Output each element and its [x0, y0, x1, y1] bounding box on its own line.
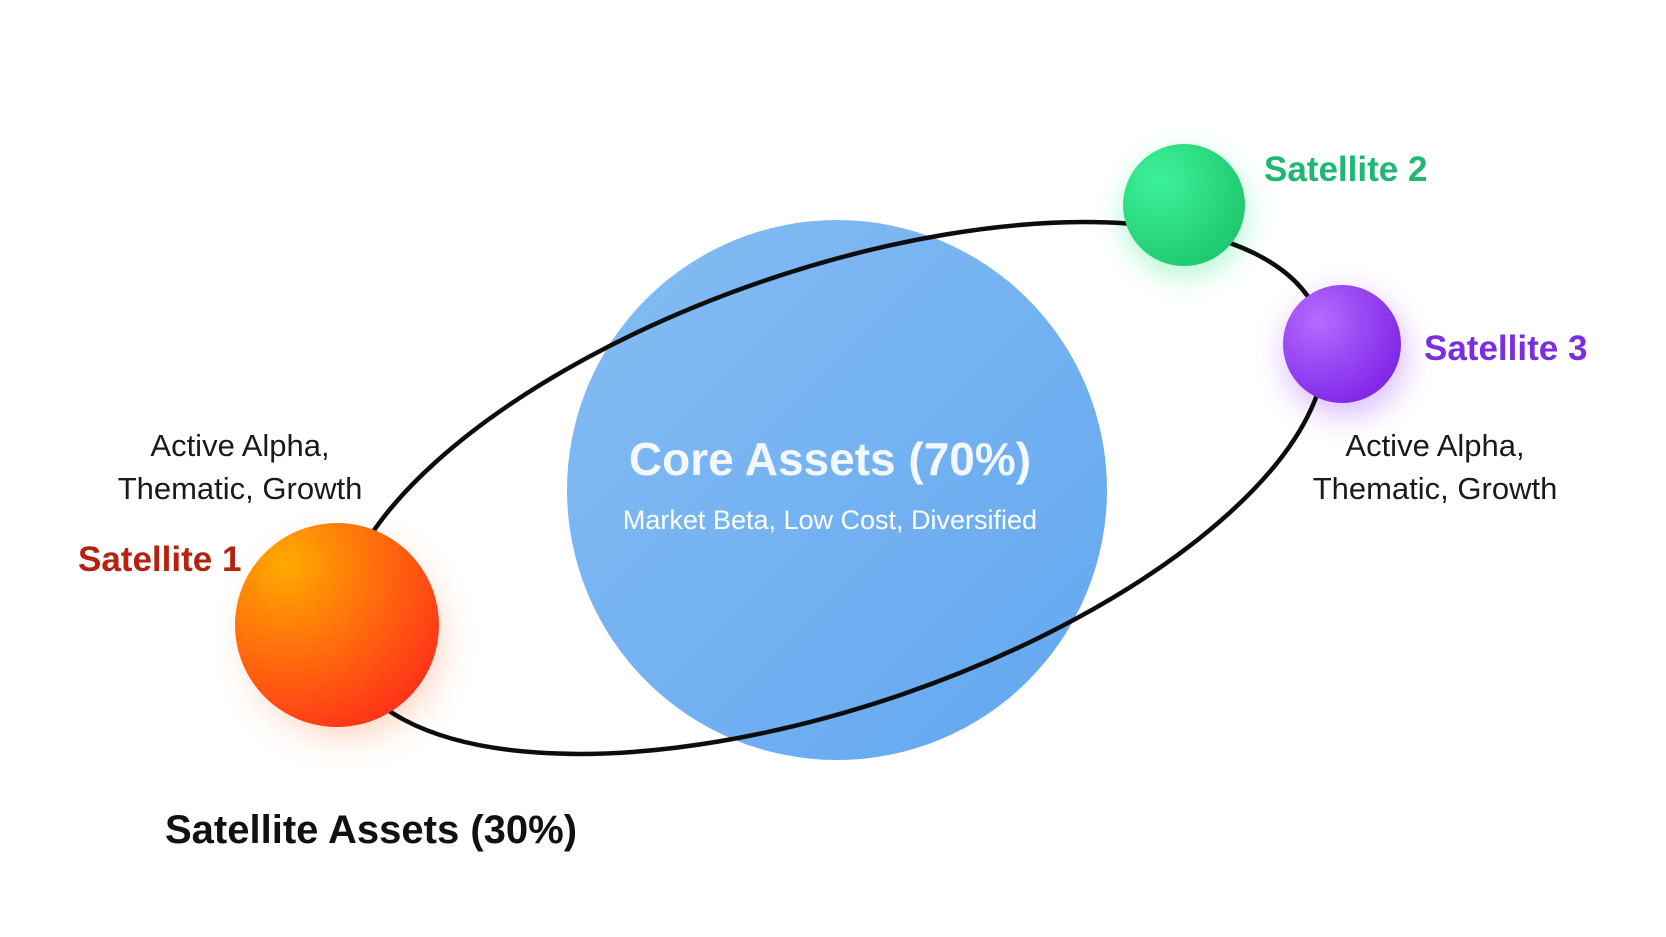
right-description-line-2: Thematic, Growth	[1312, 470, 1558, 506]
right-description: Active Alpha, Thematic, Growth	[1290, 425, 1580, 511]
satellite-3-label: Satellite 3	[1424, 329, 1588, 368]
core-assets-title: Core Assets (70%)	[628, 433, 1032, 485]
left-description: Active Alpha, Thematic, Growth	[95, 425, 385, 511]
satellite-1-label: Satellite 1	[78, 540, 242, 579]
left-description-line-2: Thematic, Growth	[117, 470, 363, 506]
satellite-2-sphere	[1123, 144, 1245, 266]
left-description-line-1: Active Alpha,	[150, 428, 330, 463]
satellite-assets-caption: Satellite Assets (30%)	[165, 808, 578, 852]
satellite-2-label: Satellite 2	[1264, 150, 1428, 189]
satellite-3-sphere	[1283, 285, 1401, 403]
core-assets-circle	[567, 220, 1107, 760]
right-description-line-1: Active Alpha,	[1345, 428, 1525, 463]
core-assets-subtitle: Market Beta, Low Cost, Diversified	[622, 505, 1038, 535]
satellite-1-sphere	[235, 523, 439, 727]
